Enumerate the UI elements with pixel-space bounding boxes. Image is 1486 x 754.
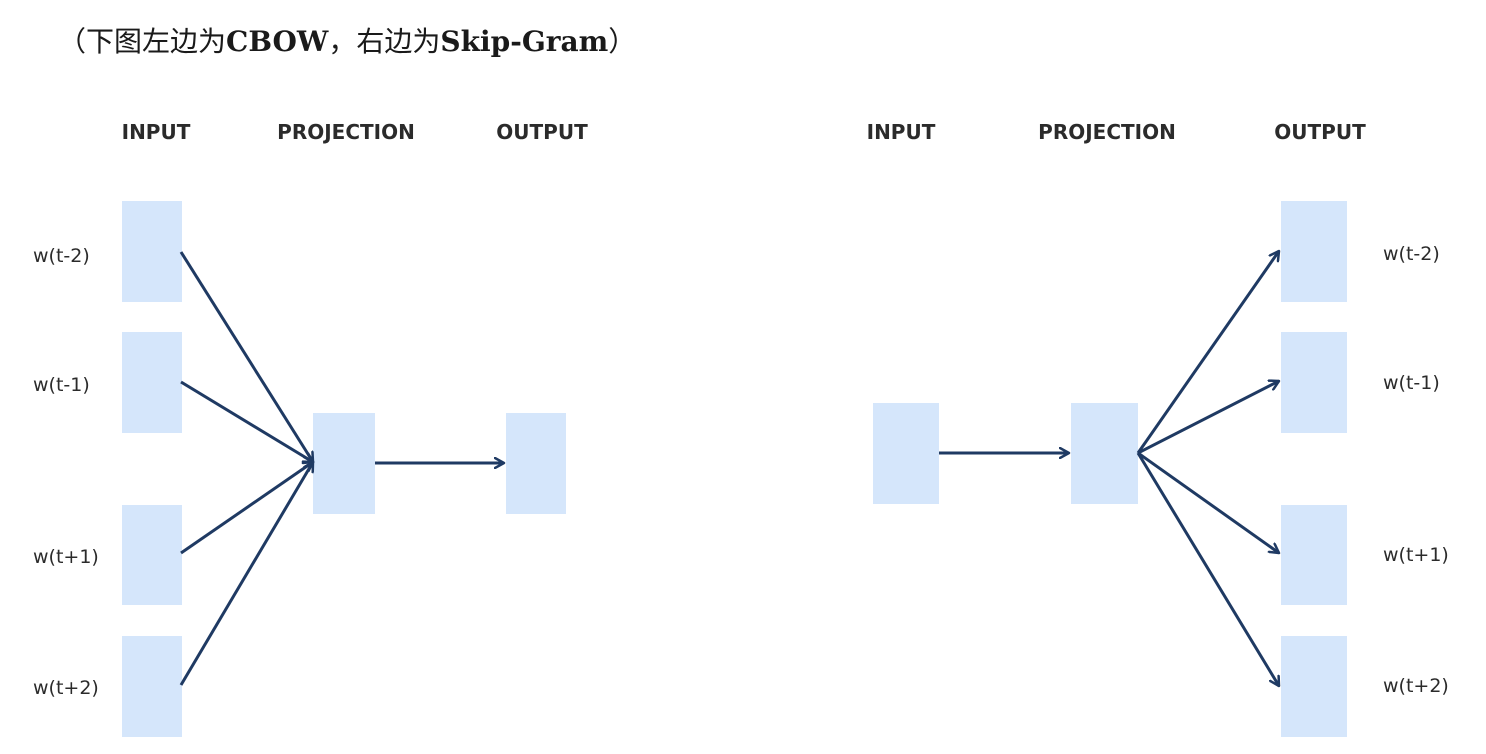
skipgram-input-node: [873, 403, 939, 504]
cbow-projection-node: [313, 413, 375, 514]
cbow-word-label-t-minus-2: w(t-2): [33, 245, 90, 267]
skipgram-word-label-t-plus-2: w(t+2): [1383, 675, 1449, 697]
diagram-caption: （下图左边为CBOW，右边为Skip-Gram）: [58, 22, 636, 62]
skipgram-edge-t-plus-2: [1136, 452, 1281, 686]
skipgram-diagram: INPUT PROJECTION OUTPUT w(t-2) w(t-1) w(…: [867, 120, 1449, 737]
cbow-input-node-t-minus-2: [122, 201, 182, 302]
cbow-output-node: [506, 413, 566, 514]
skipgram-projection-header: PROJECTION: [1038, 120, 1176, 144]
cbow-diagram: INPUT PROJECTION OUTPUT w(t-2) w(t-1) w(…: [33, 120, 588, 737]
skipgram-output-node-t-minus-2: [1281, 201, 1347, 302]
cbow-edge-t-minus-2: [179, 251, 315, 462]
caption-close-paren: ）: [608, 25, 637, 58]
skipgram-edge-t-minus-1: [1137, 381, 1279, 455]
skipgram-word-label-t-minus-2: w(t-2): [1383, 243, 1440, 265]
skipgram-input-header: INPUT: [867, 120, 936, 144]
caption-skipgram: Skip-Gram: [440, 25, 609, 58]
skipgram-word-label-t-minus-1: w(t-1): [1383, 372, 1440, 394]
cbow-edge-t-plus-2: [179, 462, 315, 686]
caption-open-paren: （: [58, 25, 87, 58]
cbow-input-node-t-plus-1: [122, 505, 182, 605]
caption-cbow: CBOW: [226, 25, 329, 58]
cbow-word-label-t-plus-2: w(t+2): [33, 677, 99, 699]
cbow-edge-t-plus-1: [180, 462, 313, 555]
caption-text-left: 下图左边为: [86, 25, 227, 58]
skipgram-edge-t-plus-1: [1137, 451, 1279, 553]
cbow-projection-header: PROJECTION: [277, 120, 415, 144]
cbow-output-header: OUTPUT: [496, 120, 588, 144]
caption-text-right: 右边为: [356, 25, 441, 58]
cbow-input-header: INPUT: [122, 120, 191, 144]
skipgram-projection-node: [1071, 403, 1138, 504]
skipgram-output-header: OUTPUT: [1274, 120, 1366, 144]
cbow-input-node-t-plus-2: [122, 636, 182, 737]
skipgram-output-node-t-plus-1: [1281, 505, 1347, 605]
cbow-input-node-t-minus-1: [122, 332, 182, 433]
caption-comma: ，: [328, 25, 357, 58]
skipgram-output-node-t-minus-1: [1281, 332, 1347, 433]
cbow-word-label-t-minus-1: w(t-1): [33, 374, 90, 396]
skipgram-word-label-t-plus-1: w(t+1): [1383, 544, 1449, 566]
cbow-word-label-t-plus-1: w(t+1): [33, 546, 99, 568]
cbow-edge-t-minus-1: [180, 380, 313, 464]
skipgram-edge-t-minus-2: [1136, 251, 1279, 454]
skipgram-output-node-t-plus-2: [1281, 636, 1347, 737]
